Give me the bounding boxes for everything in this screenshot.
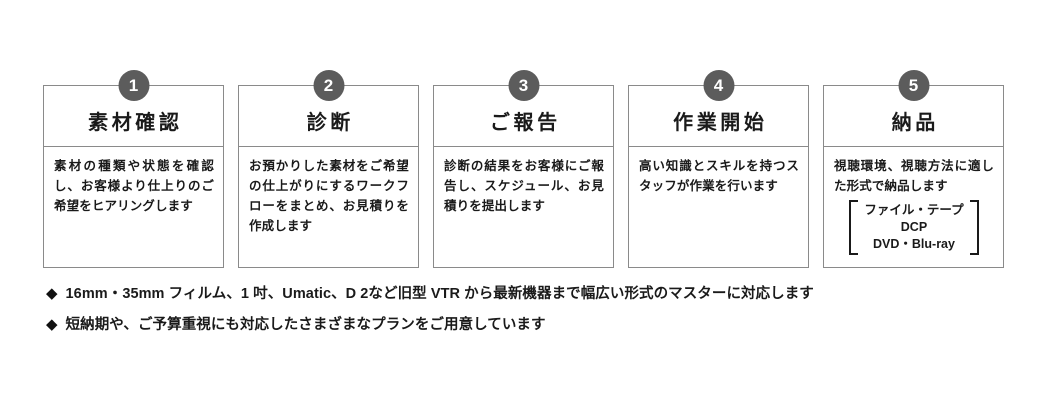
step-description: お預かりした素材をご希望の仕上がりにするワークフローをまとめ、お見積りを作成しま… [249,159,409,233]
delivery-format-item: DVD・Blu-ray [873,237,955,251]
diamond-bullet-icon: ◆ [46,316,58,333]
step-body: 視聴環境、視聴方法に適した形式で納品します ファイル・テープ DCP DVD・B… [824,147,1003,267]
step-title: 素材確認 [88,111,183,134]
step-header: 素材確認 [44,86,223,147]
step-title: 納品 [891,111,939,134]
step-description: 診断の結果をお客様にご報告し、スケジュール、お見積りを提出します [444,159,604,213]
flow-step-card: 4 作業開始 高い知識とスキルを持つスタッフが作業を行います [628,70,809,268]
process-flow: 1 素材確認 素材の種類や状態を確認し、お客様より仕上りのご希望をヒアリングしま… [43,70,1007,268]
step-header: 作業開始 [629,86,808,147]
flow-step-card: 3 ご報告 診断の結果をお客様にご報告し、スケジュール、お見積りを提出します [433,70,614,268]
step-header: 診断 [239,86,418,147]
step-number-badge: 5 [898,70,929,101]
step-body: 高い知識とスキルを持つスタッフが作業を行います [629,147,808,267]
step-number-badge: 4 [703,70,734,101]
bracket-left-icon [849,200,859,255]
step-number-badge: 2 [313,70,344,101]
step-body: 診断の結果をお客様にご報告し、スケジュール、お見積りを提出します [434,147,613,267]
delivery-format-item: DCP [900,220,928,234]
note-item: ◆ 短納期や、ご予算重視にも対応したさまざまなプランをご用意しています [46,314,1006,336]
step-description: 素材の種類や状態を確認し、お客様より仕上りのご希望をヒアリングします [54,159,214,213]
note-text: 短納期や、ご予算重視にも対応したさまざまなプランをご用意しています [65,317,546,333]
note-item: ◆ 16mm・35mm フィルム、1 吋、Umatic、D 2など旧型 VTR … [46,283,1006,305]
diamond-bullet-icon: ◆ [46,285,58,302]
step-number-badge: 3 [508,70,539,101]
flow-step-card: 5 納品 視聴環境、視聴方法に適した形式で納品します ファイル・テープ DCP … [823,70,1004,268]
notes-list: ◆ 16mm・35mm フィルム、1 吋、Umatic、D 2など旧型 VTR … [46,283,1006,345]
bracket-right-icon [969,200,979,255]
flow-step-card: 2 診断 お預かりした素材をご希望の仕上がりにするワークフローをまとめ、お見積り… [238,70,419,268]
flow-step-card: 1 素材確認 素材の種類や状態を確認し、お客様より仕上りのご希望をヒアリングしま… [43,70,224,268]
step-title: 診断 [306,111,354,134]
delivery-format-box: ファイル・テープ DCP DVD・Blu-ray [834,200,994,255]
step-description: 視聴環境、視聴方法に適した形式で納品します [834,159,994,193]
step-body: 素材の種類や状態を確認し、お客様より仕上りのご希望をヒアリングします [44,147,223,267]
step-title: ご報告 [489,111,561,134]
step-body: お預かりした素材をご希望の仕上がりにするワークフローをまとめ、お見積りを作成しま… [239,147,418,267]
step-header: 納品 [824,86,1003,147]
delivery-format-item: ファイル・テープ [864,203,964,217]
step-header: ご報告 [434,86,613,147]
delivery-format-list: ファイル・テープ DCP DVD・Blu-ray [864,200,963,255]
step-number-badge: 1 [118,70,149,101]
step-description: 高い知識とスキルを持つスタッフが作業を行います [639,159,799,193]
step-title: 作業開始 [673,111,768,134]
note-text: 16mm・35mm フィルム、1 吋、Umatic、D 2など旧型 VTR から… [65,286,814,302]
